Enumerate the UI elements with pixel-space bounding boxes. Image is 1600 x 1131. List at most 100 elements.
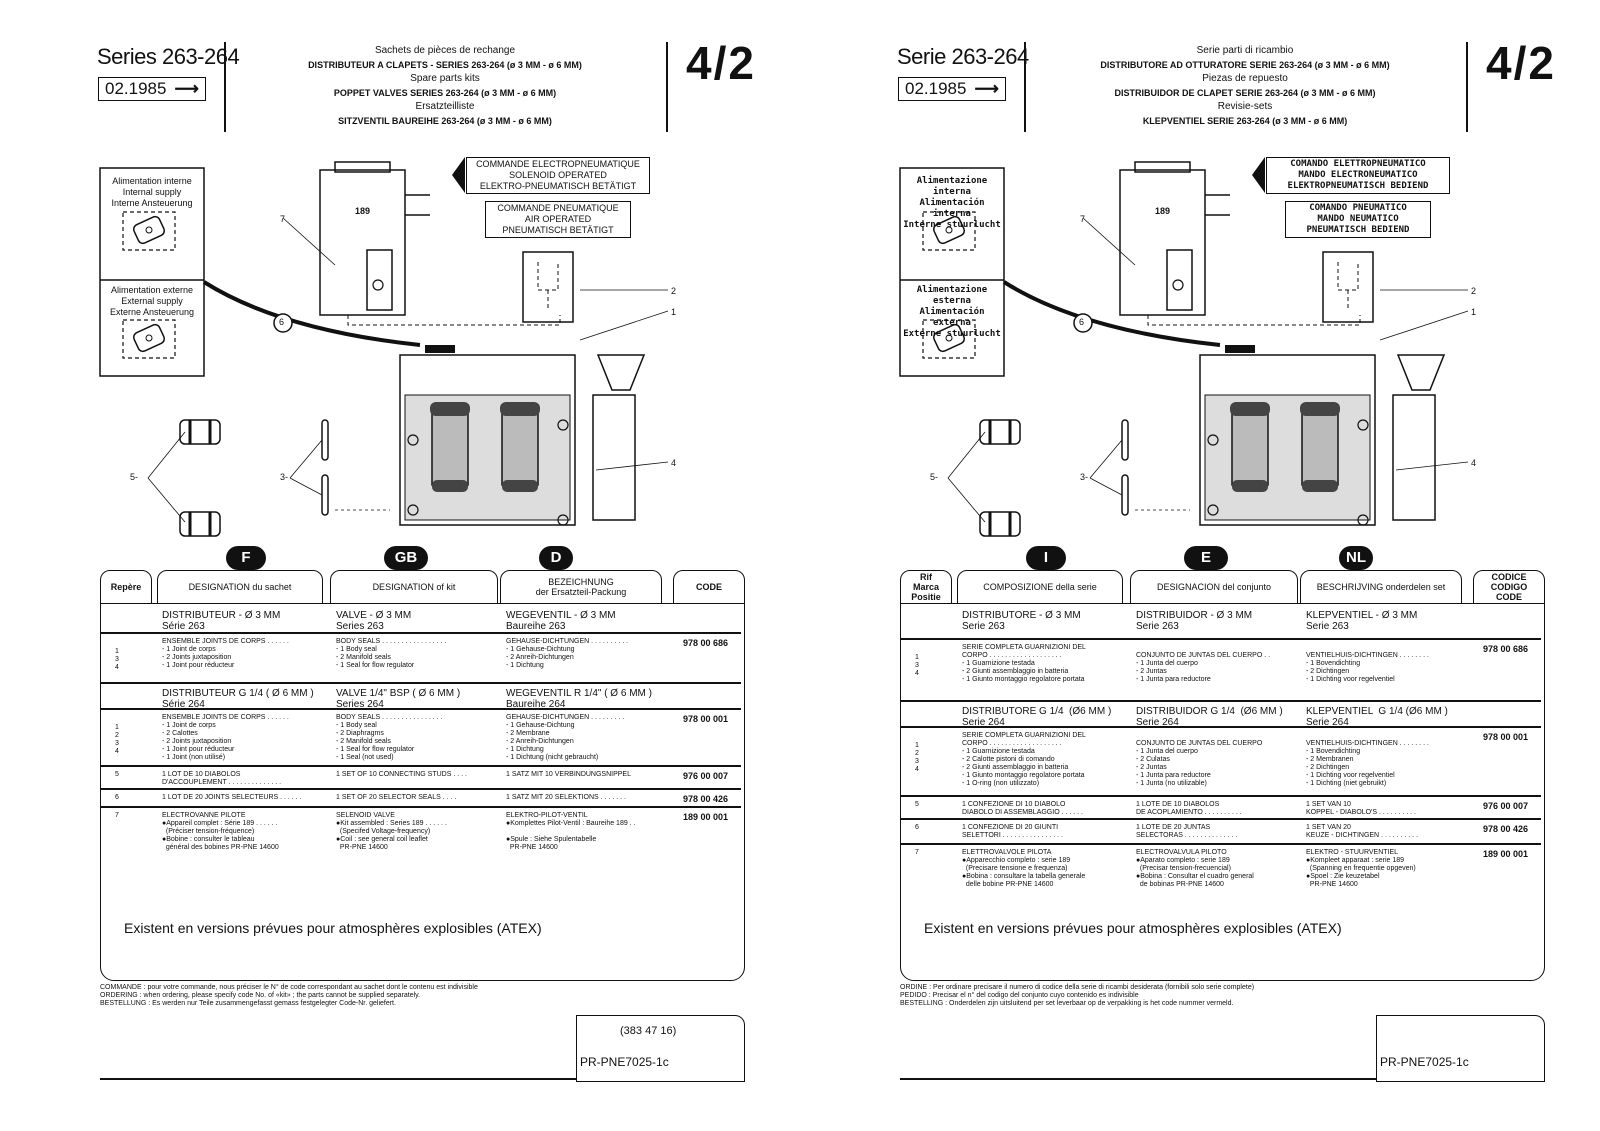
language-badge: E (1184, 546, 1228, 570)
document-reference: PR-PNE7025-1c (1380, 1055, 1469, 1069)
pilot-port (145, 226, 153, 234)
title-line: Spare parts kits (410, 73, 480, 84)
coil-nut (366, 249, 393, 311)
cmd-line: ELEKTROPNEUMATISCH BEDIEND (1287, 181, 1429, 191)
column-header-text: Repère (110, 582, 142, 592)
designation-col2: CONJUNTO DE JUNTAS DEL CUERPO - 1 Junta … (1136, 740, 1263, 787)
series-title: Serie 263-264 (897, 44, 1029, 69)
column-header-text: CODE (695, 582, 722, 592)
diaphragm (430, 402, 470, 416)
designation-col3: GEHAUSE-DICHTUNGEN . . . . . . . . . - 1… (506, 714, 625, 761)
callout-6-circle (273, 313, 293, 333)
supply-line: Alimentation interne (112, 176, 192, 186)
callout-label: 2 (671, 286, 677, 296)
row-divider (901, 818, 1541, 820)
part-code: 189 00 001 (683, 812, 729, 822)
page-number: 4/2 (686, 37, 756, 89)
item-ref: 5 (115, 771, 119, 778)
arrow-marker (1252, 157, 1265, 193)
column-header-text: DESIGNATION du sachet (188, 582, 292, 592)
coil-body (319, 169, 406, 316)
pilot-symbol (122, 211, 176, 251)
item-ref: 6 (115, 794, 119, 801)
supply-line: Alimentazione interna (916, 176, 988, 197)
order-notes: COMMANDE : pour votre commande, nous pré… (100, 984, 740, 1008)
designation-col2: ELECTROVALVULA PILOTO ●Aparato completo … (1136, 849, 1254, 888)
column-header: Rif Marca Positie (900, 570, 952, 604)
header-divider (1024, 42, 1026, 132)
spool (501, 404, 539, 486)
item-ref: 1 2 3 4 (115, 724, 119, 755)
leader-line (289, 439, 323, 479)
designation-col2: DISTRIBUIDOR - Ø 3 MM Serie 263 (1136, 610, 1253, 632)
leader-line (147, 477, 186, 523)
coil-nut (1166, 249, 1193, 311)
seal (432, 480, 468, 492)
supply-line: Internal supply (122, 187, 182, 197)
designation-col1: 1 CONFEZIONE DI 10 DIABOLO DIABOLO DI AS… (962, 801, 1083, 816)
body-hole (1357, 419, 1369, 431)
coil-screw (1172, 279, 1184, 291)
designation-col2: BODY SEALS . . . . . . . . . . . . . . .… (336, 638, 447, 669)
callout-label: 4 (1471, 458, 1477, 468)
designation-col3: KLEPVENTIEL G 1/4 (Ø6 MM ) Serie 264 (1306, 706, 1448, 728)
designation-col3: KLEPVENTIEL - Ø 3 MM Serie 263 (1306, 610, 1418, 632)
selector-seal-ring (321, 419, 329, 461)
designation-col1: DISTRIBUTORE G 1/4 (Ø6 MM ) Serie 264 (962, 706, 1112, 728)
callout-label: 7 (280, 214, 286, 224)
column-header: DESIGNACION del conjunto (1130, 570, 1298, 604)
designation-col3: WEGEVENTIL R 1/4" ( Ø 6 MM ) Baureihe 26… (506, 688, 652, 710)
diaphragm (1300, 402, 1340, 416)
parts-table (100, 603, 745, 981)
language-badge: D (539, 546, 573, 570)
callout-label: 1 (1471, 307, 1477, 317)
designation-col1: DISTRIBUTORE - Ø 3 MM Serie 263 (962, 610, 1081, 632)
callout-label: 3- (1080, 472, 1089, 482)
row-divider (101, 806, 741, 808)
designation-col1: ENSEMBLE JOINTS DE CORPS . . . . . . - 1… (162, 638, 289, 669)
row-divider (101, 708, 741, 710)
right-page: Serie 263-264 02.1985⟶ Serie parti di rica… (800, 0, 1600, 1131)
supply-line: Alimentación interna (919, 198, 985, 219)
designation-col3: ELEKTRO-PILOT-VENTIL ●Komplettes Pilot-V… (506, 812, 636, 851)
column-header-text: BEZEICHNUNG der Ersatzteil-Packung (535, 577, 627, 597)
cmd-line: ELEKTRO-PNEUMATISCH BETÄTIGT (479, 181, 637, 191)
designation-col1: 1 LOT DE 10 DIABOLOS D'ACCOUPLEMENT . . … (162, 771, 282, 786)
title-line: Serie parti di ricambio (1196, 45, 1294, 56)
part-code: 978 00 426 (683, 794, 729, 804)
leader-line (947, 431, 986, 479)
date-box: 02.1985⟶ (898, 77, 1006, 101)
pilot-port (945, 226, 953, 234)
part-code: 978 00 426 (1483, 824, 1529, 834)
row-divider (101, 788, 741, 790)
pilot-body (132, 215, 166, 245)
order-note-line: ORDINE : Per ordinare precisare il numer… (900, 984, 1255, 991)
pilot-symbol (922, 211, 976, 251)
arrow-right-icon: ⟶ (174, 79, 199, 98)
pilot-symbol (922, 319, 976, 359)
air-pilot-path (537, 262, 559, 310)
page-number: 4/2 (1486, 37, 1556, 89)
column-header: DESIGNATION of kit (330, 570, 498, 604)
reference-box (1376, 1015, 1545, 1082)
valve-body (399, 354, 576, 526)
header-divider (224, 42, 226, 132)
row-divider (101, 765, 741, 767)
date-text: 02.1985 (105, 79, 167, 98)
cmd-line: PNEUMATISCH BEDIEND (1306, 225, 1410, 235)
part-code: 978 00 686 (683, 638, 729, 648)
designation-col2: DISTRIBUIDOR G 1/4 (Ø6 MM ) Serie 264 (1136, 706, 1283, 728)
part-code: 976 00 007 (683, 771, 729, 781)
order-note-line: ORDERING : when ordering, please specify… (100, 992, 421, 999)
parts-table (900, 603, 1545, 981)
body-hole (407, 504, 419, 516)
row-divider (901, 843, 1541, 845)
